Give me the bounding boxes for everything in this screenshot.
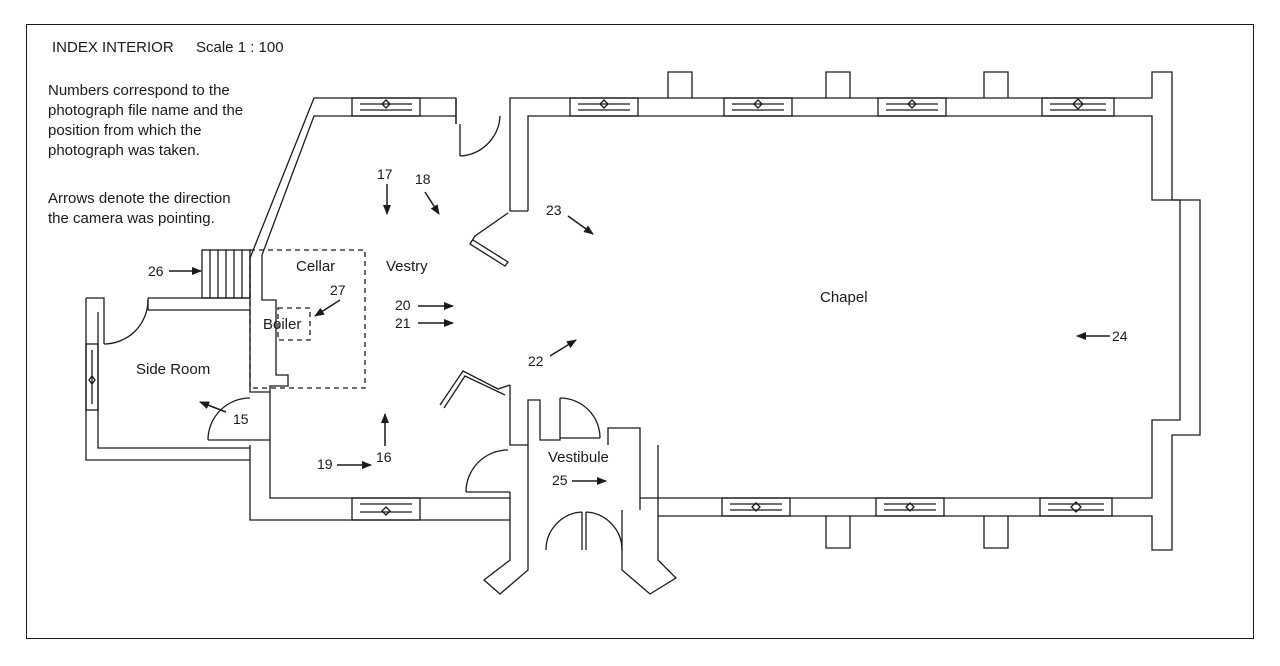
chapel-walls	[509, 71, 1201, 551]
diagram-title: INDEX INTERIOR	[52, 39, 174, 56]
room-label-side-room: Side Room	[136, 361, 211, 378]
drawing-frame	[26, 24, 1254, 639]
diagram-scale: Scale 1 : 100	[196, 39, 284, 56]
note-line: photograph was taken.	[48, 142, 200, 159]
room-label-vestibule: Vestibule	[548, 449, 609, 466]
note-line: position from which the	[48, 122, 202, 139]
side-room-walls	[85, 297, 270, 461]
photo-number-20: 20	[395, 297, 411, 313]
room-label-boiler: Boiler	[263, 316, 302, 333]
photo-number-25: 25	[552, 472, 568, 488]
vestibule-walls	[465, 385, 678, 595]
photo-number-22: 22	[528, 353, 544, 369]
room-label-chapel: Chapel	[820, 289, 868, 306]
photo-number-24: 24	[1112, 328, 1128, 344]
cellar-stairs	[201, 249, 251, 299]
note-line: photograph file name and the	[48, 102, 244, 119]
arrow-icon-27	[314, 299, 341, 317]
note-line: the camera was pointing.	[48, 210, 215, 227]
arrow-icon-15	[199, 401, 227, 413]
photo-number-15: 15	[233, 411, 249, 427]
room-label-cellar: Cellar	[296, 258, 336, 275]
arrow-icon-23	[567, 215, 594, 235]
chapel-windows	[569, 97, 1115, 517]
notes-block-2: Arrows denote the direction the camera w…	[48, 189, 231, 229]
photo-number-17: 17	[377, 166, 393, 182]
room-label-vestry: Vestry	[386, 258, 428, 275]
arrow-icon-22	[549, 339, 577, 357]
photo-number-27: 27	[330, 282, 346, 298]
photo-number-23: 23	[546, 202, 562, 218]
cellar-outline	[249, 249, 366, 389]
chapel-buttresses	[667, 71, 1009, 549]
arrow-icon-18	[424, 191, 440, 215]
notes-block-1: Numbers correspond to the photograph fil…	[48, 81, 243, 161]
note-line: Numbers correspond to the	[48, 82, 230, 99]
photo-number-26: 26	[148, 263, 164, 279]
note-line: Arrows denote the direction	[48, 190, 231, 207]
vestry-walls	[249, 97, 510, 521]
photo-number-19: 19	[317, 456, 333, 472]
photo-number-18: 18	[415, 171, 431, 187]
doors	[103, 115, 511, 441]
photo-number-16: 16	[376, 449, 392, 465]
photo-number-21: 21	[395, 315, 411, 331]
